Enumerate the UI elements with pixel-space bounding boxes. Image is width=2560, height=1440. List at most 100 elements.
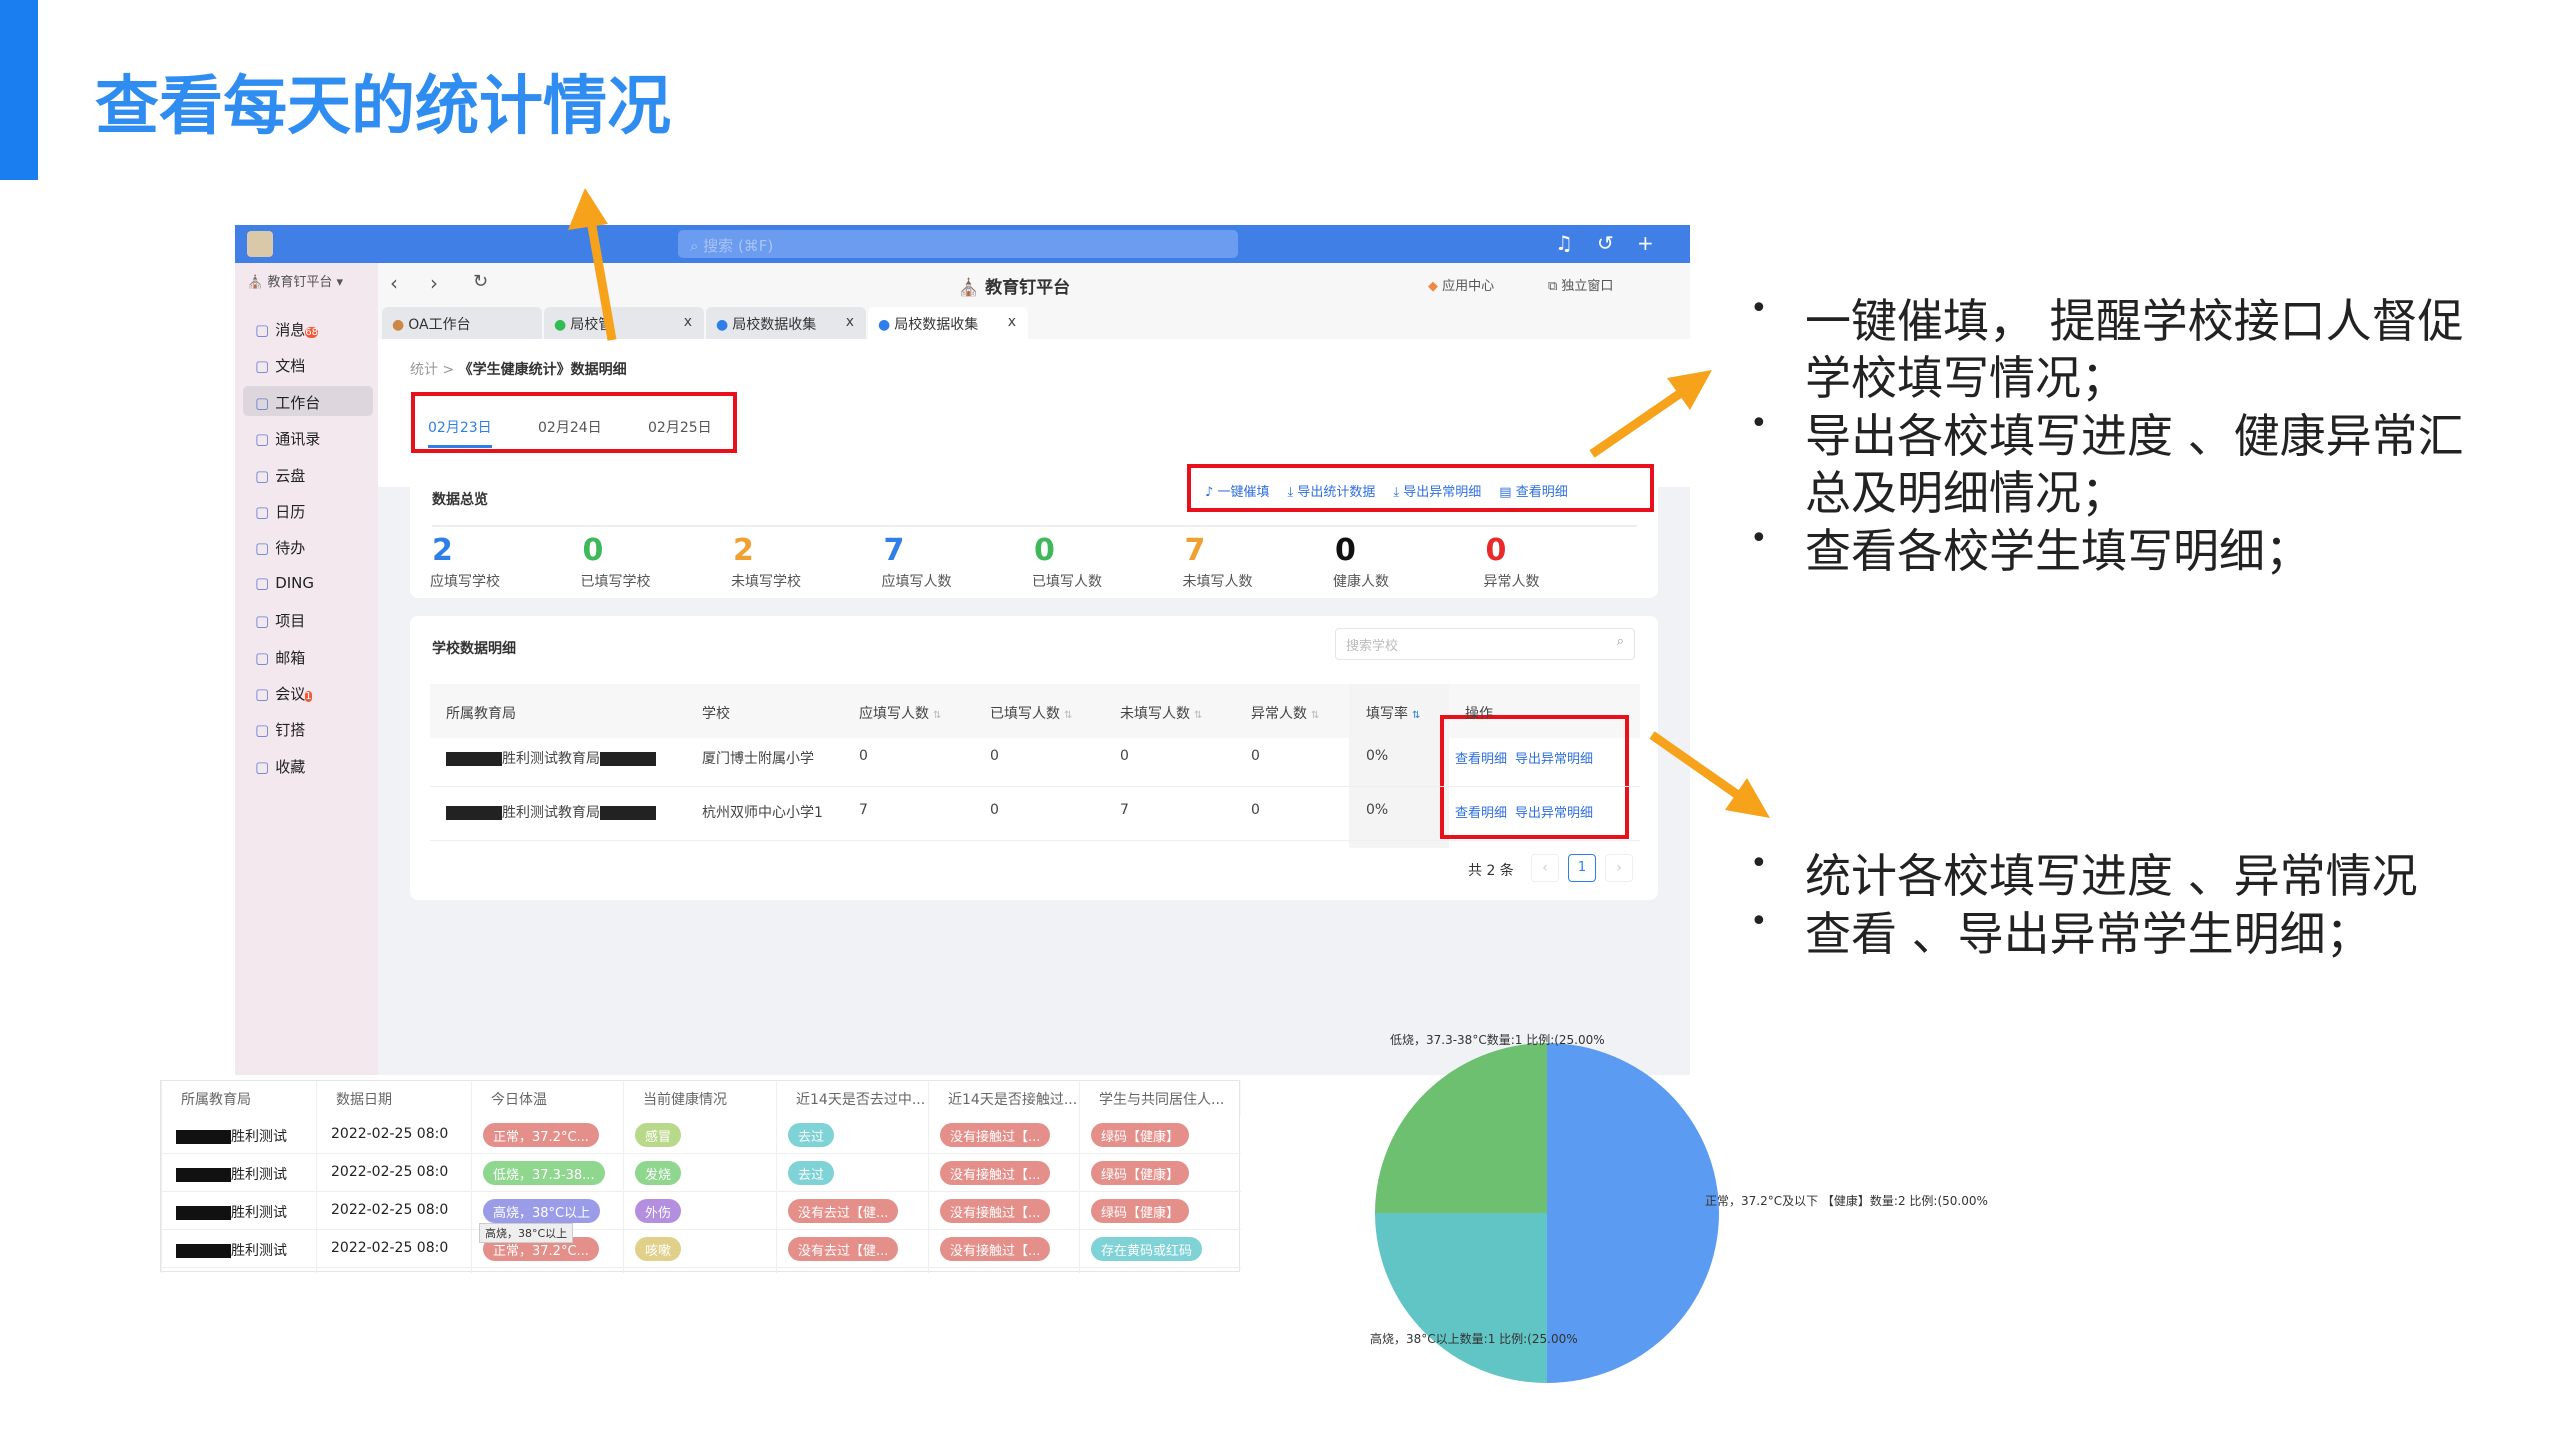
status-pill: 去过: [788, 1123, 835, 1147]
redacted-block: [446, 752, 502, 766]
app-center-button[interactable]: ◆ 应用中心: [1428, 279, 1495, 294]
slide-title: 查看每天的统计情况: [95, 70, 671, 144]
next-page-button[interactable]: ›: [1605, 854, 1633, 882]
row-divider: [430, 786, 1640, 787]
status-pill: 发烧: [635, 1161, 682, 1185]
date-tab-2[interactable]: 02月25日: [648, 420, 712, 436]
row-action-0[interactable]: 查看明细: [1455, 752, 1508, 767]
sidebar-item-12[interactable]: ▢收藏: [243, 750, 373, 780]
school-icon: ⛪: [247, 275, 268, 290]
sidebar-icon: ▢: [255, 503, 270, 521]
column-header: 数据日期: [336, 1092, 392, 1108]
pie-slice[interactable]: [1375, 1213, 1547, 1383]
sidebar-item-label: 通讯录: [275, 430, 321, 449]
action-3[interactable]: ▤ 查看明细: [1499, 481, 1567, 500]
sidebar-item-8[interactable]: ▢项目: [243, 604, 373, 634]
row-action-1[interactable]: 导出异常明细: [1515, 806, 1594, 821]
close-tab-icon[interactable]: x: [845, 314, 854, 330]
column-header: 当前健康情况: [643, 1092, 727, 1108]
status-pill: 感冒: [635, 1123, 682, 1147]
redacted-block: [176, 1244, 231, 1258]
cell-text: 0: [1120, 748, 1129, 764]
sidebar-item-1[interactable]: ▢文档: [243, 349, 373, 379]
org-switcher[interactable]: ⛪ 教育钉平台 ▾: [247, 275, 344, 290]
stat-label: 异常人数: [1483, 574, 1540, 590]
column-divider: [928, 1081, 929, 1273]
date-tab-0[interactable]: 02月23日: [428, 417, 492, 448]
list-icon: ▤: [1499, 485, 1516, 500]
column-divider: [316, 1081, 317, 1273]
table-cell: 0%: [1366, 748, 1388, 764]
back-icon[interactable]: ‹: [390, 271, 398, 295]
sort-icon[interactable]: ⇅: [1412, 710, 1421, 721]
cell-text: 7: [1120, 802, 1129, 818]
sidebar-item-2[interactable]: ▢工作台: [243, 385, 373, 416]
history-icon[interactable]: ↺: [1597, 231, 1614, 255]
status-pill: 正常，37.2°C...: [483, 1123, 599, 1147]
tab-0[interactable]: ●OA工作台: [382, 307, 542, 339]
status-pill: 存在黄码或红码: [1091, 1237, 1203, 1261]
cell-text: 0: [990, 748, 999, 764]
sidebar-item-9[interactable]: ▢邮箱: [243, 641, 373, 671]
forward-icon[interactable]: ›: [430, 271, 438, 295]
sort-icon[interactable]: ⇅: [933, 710, 942, 721]
column-header: 所属教育局: [181, 1092, 251, 1108]
refresh-icon[interactable]: ↻: [473, 271, 489, 292]
column-header: 已填写人数⇅: [990, 703, 1072, 723]
sidebar-item-5[interactable]: ▢日历: [243, 495, 373, 525]
plus-icon[interactable]: +: [1637, 231, 1654, 255]
pie-slice[interactable]: [1375, 1043, 1547, 1213]
table-cell: 杭州双师中心小学1: [702, 802, 823, 822]
highlight-box: [411, 392, 737, 453]
sort-icon[interactable]: ⇅: [1064, 710, 1073, 721]
tooltip: 高烧，38°C以上: [479, 1223, 574, 1243]
column-divider: [161, 1081, 162, 1273]
sort-icon[interactable]: ⇅: [1311, 710, 1320, 721]
sidebar-item-11[interactable]: ▢钉搭: [243, 713, 373, 743]
column-divider: [1079, 1081, 1080, 1273]
sidebar-item-4[interactable]: ▢云盘: [243, 459, 373, 489]
headset-icon[interactable]: ♫: [1555, 231, 1573, 255]
standalone-window-button[interactable]: ⧉ 独立窗口: [1548, 279, 1614, 294]
row-action-1[interactable]: 导出异常明细: [1515, 752, 1594, 767]
school-search-input[interactable]: 搜索学校⌕: [1335, 628, 1635, 660]
school-icon: ⛪: [958, 278, 986, 298]
avatar[interactable]: [247, 231, 273, 257]
sort-icon[interactable]: ⇅: [1194, 710, 1203, 721]
header-label: 操作: [1465, 706, 1493, 722]
prev-page-button[interactable]: ‹: [1531, 854, 1559, 882]
date-tab-1[interactable]: 02月24日: [538, 420, 602, 436]
bullet-text: 查看各校学生填写明细；: [1805, 524, 2311, 578]
breadcrumb-parent[interactable]: 统计: [410, 362, 438, 378]
action-2[interactable]: ⤓ 导出异常明细: [1393, 481, 1481, 500]
status-pill: 正常，37.2°C...: [483, 1237, 599, 1261]
column-divider: [471, 1081, 472, 1273]
stat-label: 应填写学校: [430, 574, 500, 590]
pie-slice[interactable]: [1547, 1043, 1719, 1383]
global-search-input[interactable]: ⌕ 搜索 (⌘F): [678, 230, 1238, 258]
sidebar-item-0[interactable]: ▢消息68: [243, 313, 373, 343]
sidebar-item-6[interactable]: ▢待办: [243, 531, 373, 561]
row-action-0[interactable]: 查看明细: [1455, 806, 1508, 821]
sidebar-icon: ▢: [255, 648, 270, 667]
page-button[interactable]: 1: [1568, 854, 1596, 882]
sidebar-icon: ▢: [255, 573, 270, 592]
action-0[interactable]: ♪ 一键催填: [1205, 481, 1269, 500]
close-tab-icon[interactable]: x: [1007, 314, 1016, 330]
nav-row: ‹ › ↻ ⛪ 教育钉平台 ◆ 应用中心 ⧉ 独立窗口: [378, 263, 1690, 305]
table-cell: 胜利测试教育局: [446, 748, 656, 768]
stat-value: 2: [733, 533, 754, 568]
sidebar-item-10[interactable]: ▢会议1: [243, 677, 373, 707]
stat-value: 2: [432, 533, 453, 568]
close-tab-icon[interactable]: x: [683, 314, 692, 330]
sidebar-item-3[interactable]: ▢通讯录: [243, 422, 373, 452]
sidebar-item-7[interactable]: ▢DING: [243, 568, 373, 598]
action-1[interactable]: ⤓ 导出统计数据: [1287, 481, 1375, 500]
slice-label: 高烧，38°C以上数量:1 比例:(25.00%: [1370, 1331, 1578, 1346]
redacted-block: [600, 806, 656, 820]
action-label: 导出异常明细: [1403, 485, 1482, 500]
accent-bar: [0, 0, 38, 180]
